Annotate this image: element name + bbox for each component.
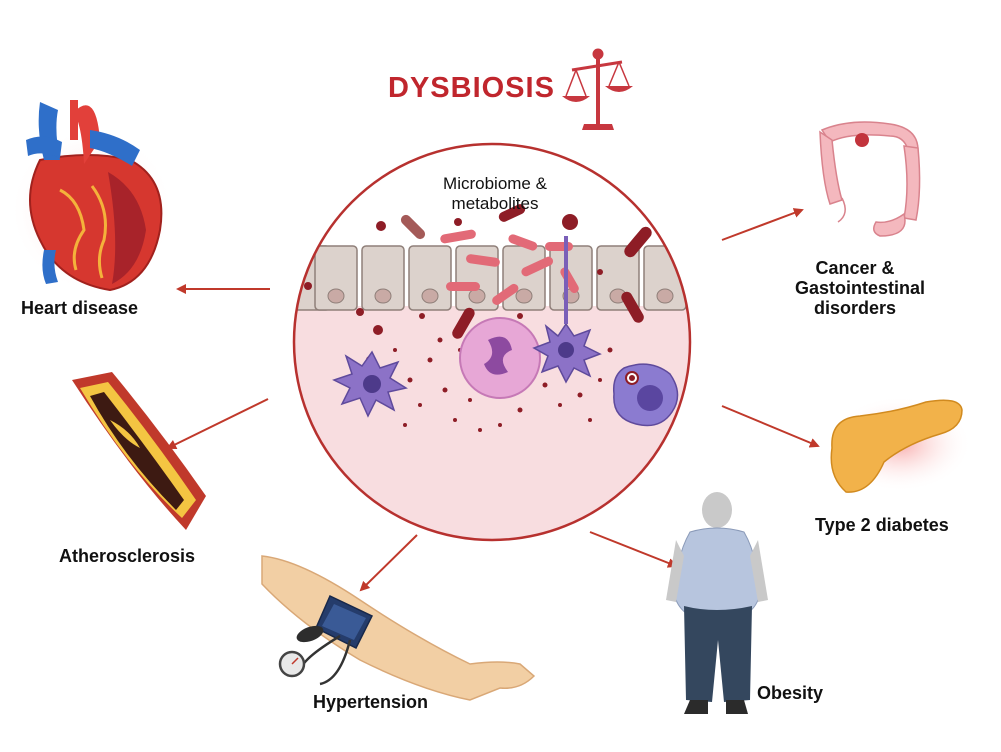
diabetes-label: Type 2 diabetes <box>815 515 949 535</box>
person-icon <box>666 492 768 714</box>
cancer-label-line1: Cancer & <box>815 258 895 278</box>
arrows <box>166 208 820 592</box>
arrow-diabetes <box>721 405 820 448</box>
microbiome-label-line1: Microbiome & <box>443 174 547 193</box>
bacteria <box>400 204 652 339</box>
balance-scale-icon <box>562 48 633 130</box>
colon-icon <box>819 121 921 237</box>
cancer-label: Cancer & Gastointestinal disorders <box>795 258 926 318</box>
pancreas-icon <box>828 396 972 493</box>
arrow-hypertension <box>359 534 418 592</box>
cancer-label-line2: Gastointestinal <box>795 278 926 298</box>
arrow-obesity <box>589 531 678 568</box>
atherosclerosis-label: Atherosclerosis <box>59 546 196 566</box>
arrow-atherosclerosis <box>166 398 269 449</box>
dendritic-cell-left <box>332 350 408 418</box>
obesity-label: Obesity <box>757 683 824 703</box>
hypertension-label: Hypertension <box>313 692 429 712</box>
neutrophil <box>459 317 541 399</box>
microbiome-label-line2: metabolites <box>451 194 539 213</box>
arrow-cancer <box>721 208 804 241</box>
dendritic-cell-right <box>532 236 602 384</box>
title: DYSBIOSIS <box>388 72 555 104</box>
blood-pressure-cuff-icon <box>261 555 536 701</box>
heart-icon <box>10 100 174 292</box>
artery-icon <box>72 372 206 530</box>
cancer-label-line3: disorders <box>813 298 897 318</box>
macrophage <box>612 363 679 427</box>
heart-disease-label: Heart disease <box>21 298 139 318</box>
microbiome-label: Microbiome & metabolites <box>415 174 575 214</box>
